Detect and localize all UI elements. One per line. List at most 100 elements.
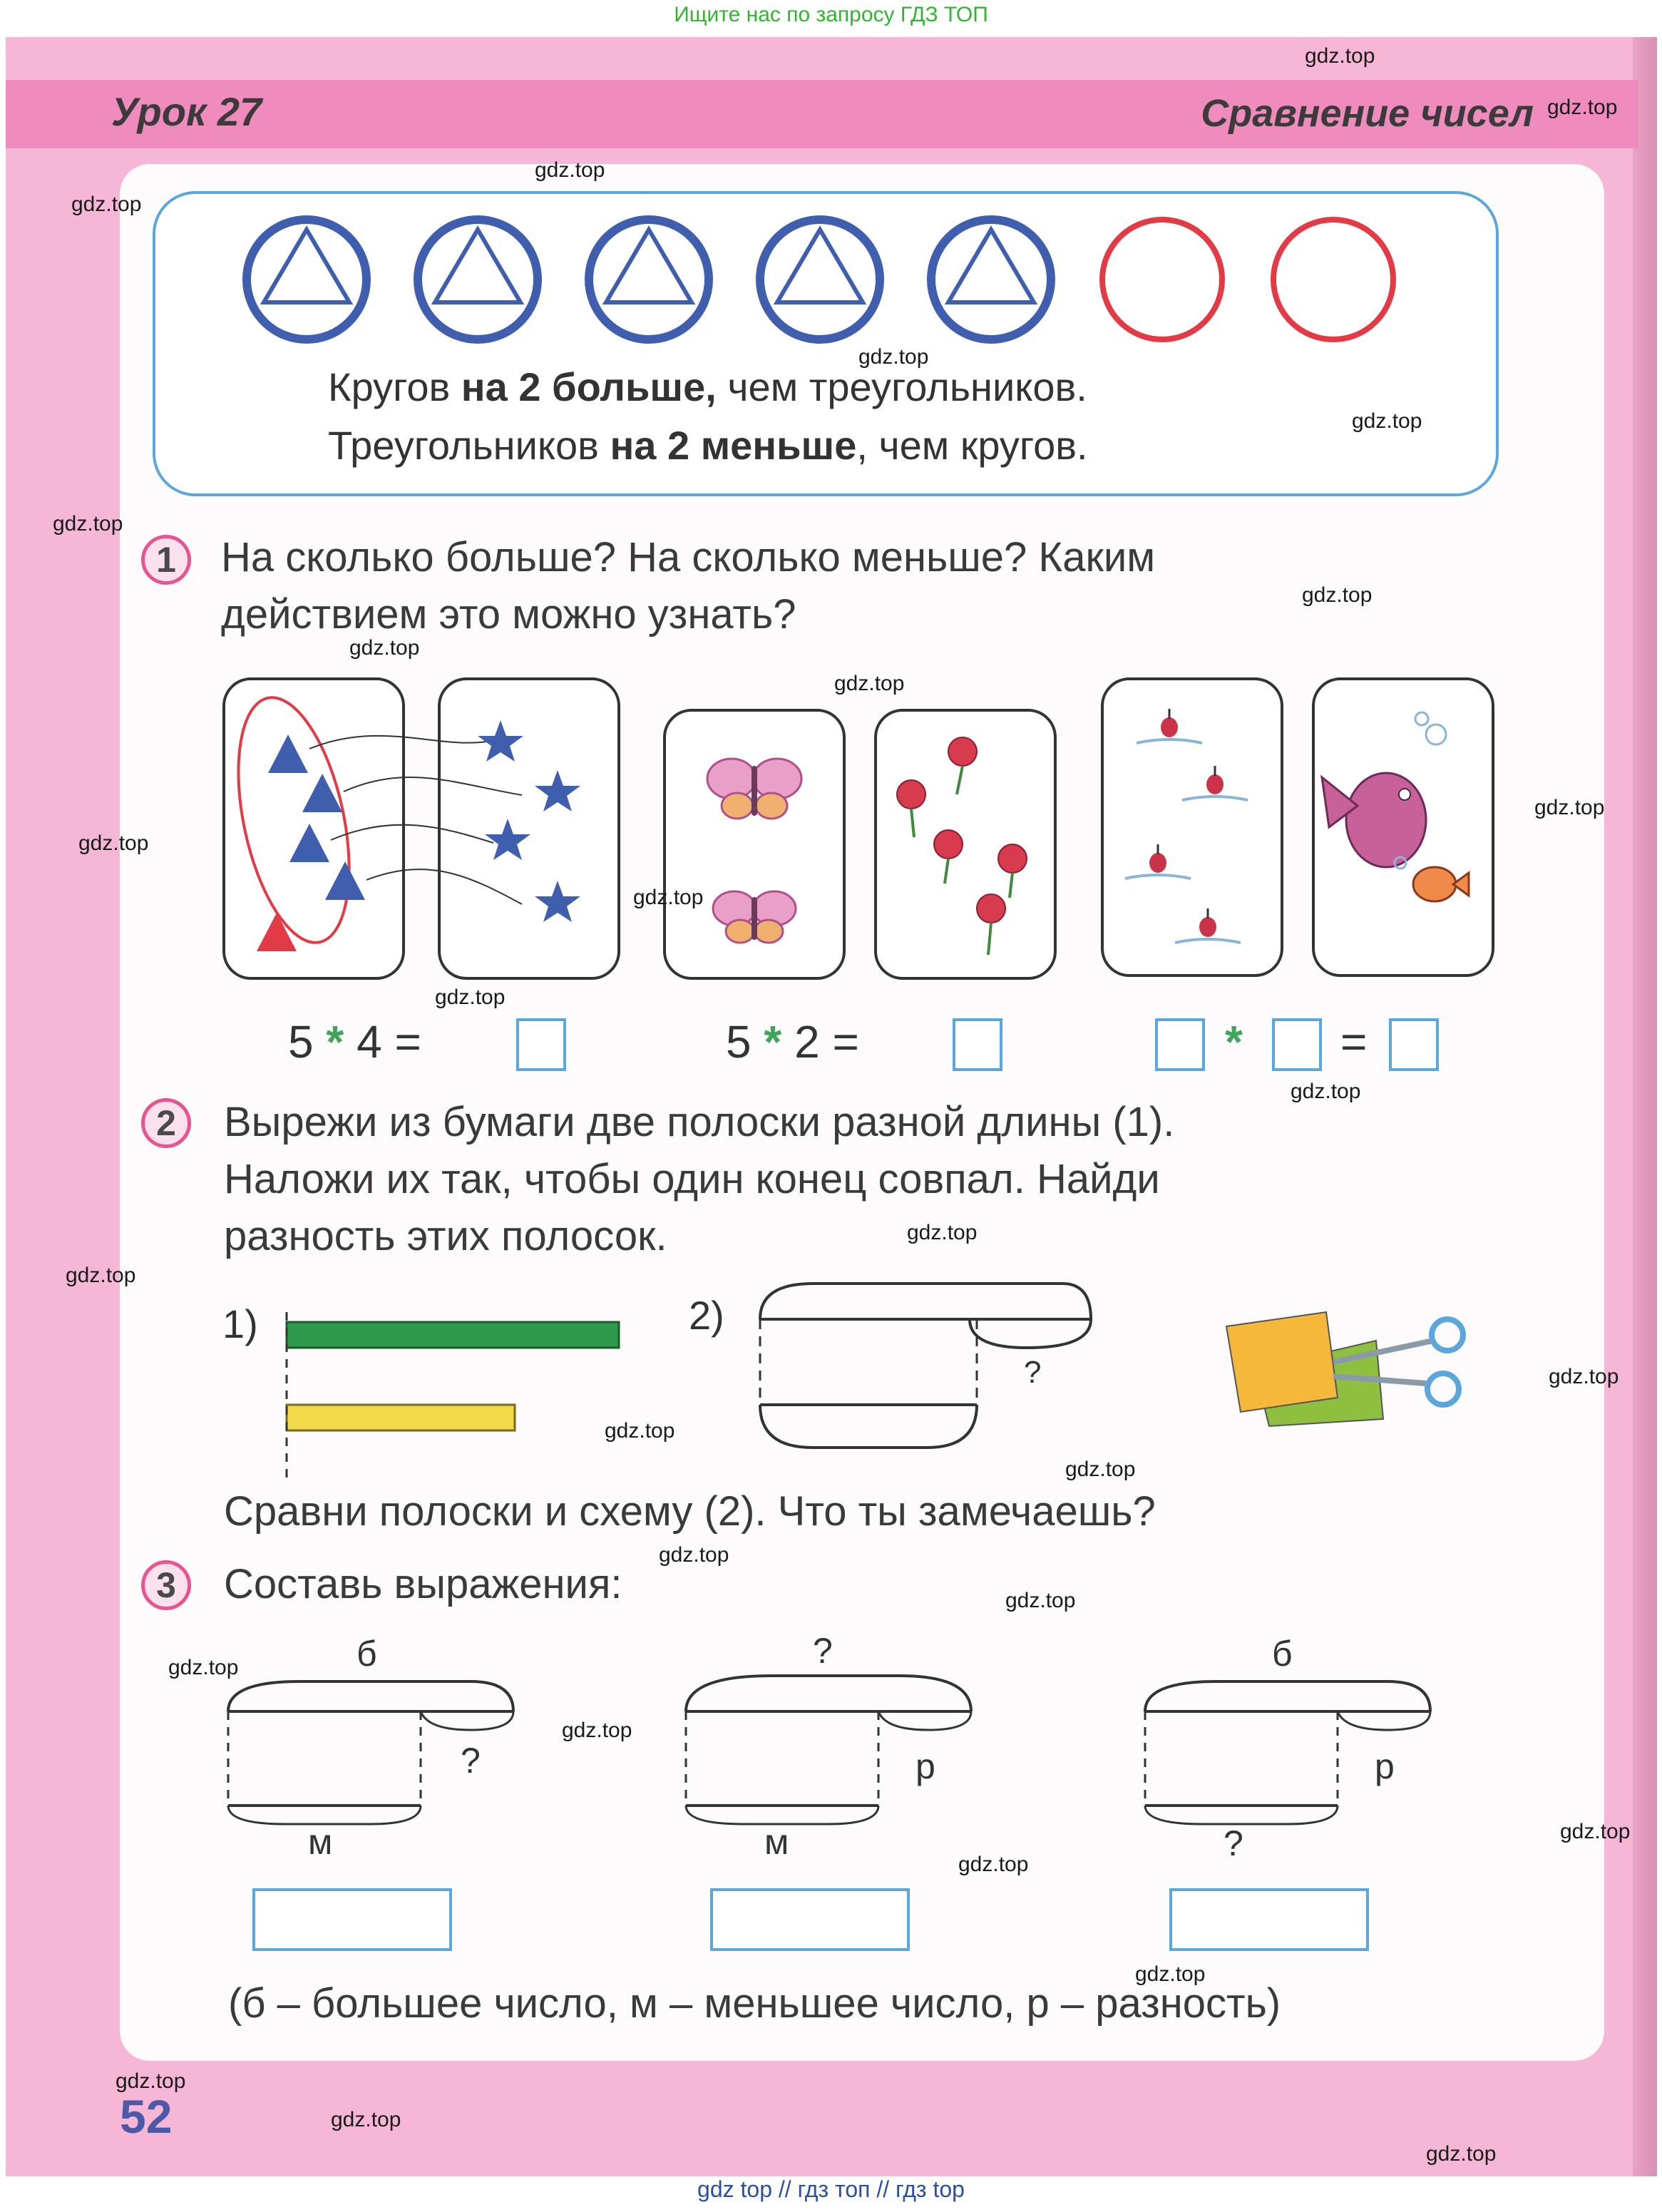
- watermark: gdz.top: [435, 985, 506, 1009]
- watermark: gdz.top: [1549, 1365, 1619, 1388]
- scheme-2-answer-box[interactable]: [710, 1888, 910, 1951]
- eq1-equals: =: [394, 1016, 421, 1067]
- circle-with-triangle-icon: [927, 215, 1055, 344]
- flower-icon: [976, 893, 1006, 956]
- paper-and-scissors-illustration: [1225, 1311, 1466, 1428]
- page-number: 52: [120, 2090, 173, 2143]
- page-edge: [1633, 37, 1657, 2176]
- top-search-note[interactable]: Ищите нас по запросу ГДЗ ТОП: [674, 3, 988, 26]
- bottom-links-note[interactable]: gdz top // гдз топ // гдз top: [697, 2176, 965, 2202]
- task-2-compare: Сравни полоски и схему (2). Что ты замеч…: [224, 1488, 1156, 1535]
- watermark: gdz.top: [116, 2069, 186, 2093]
- difference-scheme: [759, 1282, 1092, 1449]
- yellow-paper: [1225, 1311, 1339, 1413]
- butterflies-flowers-illustration: [706, 737, 1027, 956]
- watermark: gdz.top: [834, 672, 905, 695]
- scheme-3-top-label: б: [1272, 1634, 1293, 1674]
- bubble-icon: [1425, 723, 1447, 746]
- equation-2: 5 * 2 =: [726, 1015, 859, 1068]
- small-fish-icon: [1412, 866, 1470, 903]
- scheme-2: [684, 1674, 973, 1826]
- watermark: gdz.top: [53, 512, 123, 536]
- butterfly-icon: [712, 890, 797, 944]
- circle-with-triangle-icon: [414, 215, 542, 344]
- red-circle-icon: [1099, 217, 1225, 342]
- eq3-equals: =: [1340, 1016, 1368, 1067]
- flower-icon: [948, 737, 978, 795]
- watermark: gdz.top: [1065, 1458, 1136, 1481]
- eq2-operator: *: [764, 1016, 782, 1067]
- fish-card: [1312, 677, 1494, 977]
- info-line-2-post: , чем кругов.: [856, 423, 1088, 468]
- eq2-b: 2: [794, 1016, 820, 1067]
- flower-icon: [997, 844, 1027, 898]
- watermark: gdz.top: [562, 1719, 632, 1742]
- watermark: gdz.top: [78, 831, 149, 855]
- blue-star-icon: [535, 881, 580, 922]
- scheme-1-answer-box[interactable]: [252, 1888, 452, 1951]
- circle-with-triangle-icon: [585, 215, 713, 344]
- lesson-topic: Сравнение чисел: [1201, 92, 1534, 135]
- task-2-line-2: Наложи их так, чтобы один конец совпал. …: [224, 1156, 1160, 1202]
- task-1-line-2: действием это можно узнать?: [221, 591, 796, 638]
- task-2-number: 2: [141, 1098, 191, 1148]
- yellow-strip: [285, 1403, 516, 1432]
- fishing-float-icon: [1181, 766, 1248, 802]
- scheme-3-answer-box[interactable]: [1169, 1888, 1369, 1951]
- task-3-legend: (б – большее число, м – меньшее число, р…: [228, 1980, 1281, 2027]
- eq2-a: 5: [726, 1016, 752, 1067]
- watermark: gdz.top: [168, 1656, 239, 1679]
- info-line-2-bold: на 2 меньше: [610, 423, 857, 468]
- eq3-first-box[interactable]: [1155, 1018, 1205, 1071]
- watermark: gdz.top: [331, 2108, 401, 2131]
- scheme-1-bottom-label: м: [308, 1822, 333, 1862]
- info-line-1-bold: на 2 больше,: [461, 364, 717, 409]
- scheme-3: [1144, 1680, 1432, 1826]
- red-triangle-icon: [257, 913, 297, 951]
- task-3-title: Составь выражения:: [224, 1561, 622, 1607]
- task-3-number: 3: [141, 1560, 191, 1610]
- scheme-1-right-label: ?: [461, 1741, 481, 1781]
- equation-1: 5 * 4 =: [288, 1015, 421, 1068]
- flower-icon: [896, 779, 926, 838]
- lesson-header-bar: [6, 80, 1638, 148]
- fishing-float-icon: [1124, 844, 1191, 880]
- info-line-1-pre: Кругов: [328, 364, 461, 409]
- fish-icon: [1320, 772, 1427, 869]
- watermark: gdz.top: [633, 886, 704, 909]
- watermark: gdz.top: [1547, 96, 1618, 119]
- strips-label-2: 2): [689, 1293, 724, 1338]
- eq1-b: 4: [356, 1016, 382, 1067]
- difference-question: ?: [1024, 1355, 1042, 1390]
- blue-triangle-icon: [302, 774, 342, 812]
- watermark: gdz.top: [1534, 796, 1605, 819]
- bubble-icon: [1414, 711, 1430, 727]
- eq1-answer-box[interactable]: [516, 1018, 566, 1071]
- scheme-2-top-label: ?: [813, 1631, 833, 1671]
- watermark: gdz.top: [858, 345, 929, 369]
- blue-triangle-icon: [325, 861, 365, 900]
- blue-star-icon: [478, 720, 523, 762]
- watermark: gdz.top: [1291, 1080, 1361, 1103]
- blue-triangle-icon: [268, 734, 308, 773]
- scheme-2-bottom-label: м: [764, 1822, 789, 1862]
- eq1-operator: *: [326, 1016, 344, 1067]
- scheme-1-top-label: б: [356, 1634, 377, 1674]
- blue-star-icon: [485, 819, 530, 860]
- scissors-icon: [1333, 1316, 1466, 1408]
- fishing-float-icon: [1136, 709, 1203, 744]
- watermark: gdz.top: [71, 193, 142, 216]
- eq2-answer-box[interactable]: [953, 1018, 1002, 1071]
- red-circle-icon: [1271, 217, 1396, 342]
- expression-schemes: [227, 1674, 1432, 1826]
- watermark: gdz.top: [66, 1264, 136, 1287]
- eq3-operator: *: [1225, 1016, 1243, 1067]
- eq3-second-box[interactable]: [1272, 1018, 1322, 1071]
- eq3-answer-box[interactable]: [1389, 1018, 1439, 1071]
- strips-label-1: 1): [222, 1301, 258, 1346]
- info-line-1-post: чем треугольников.: [716, 364, 1087, 409]
- blue-triangle-icon: [289, 824, 329, 862]
- watermark: gdz.top: [349, 636, 420, 660]
- scheme-1: [227, 1680, 515, 1826]
- circle-with-triangle-icon: [242, 215, 371, 344]
